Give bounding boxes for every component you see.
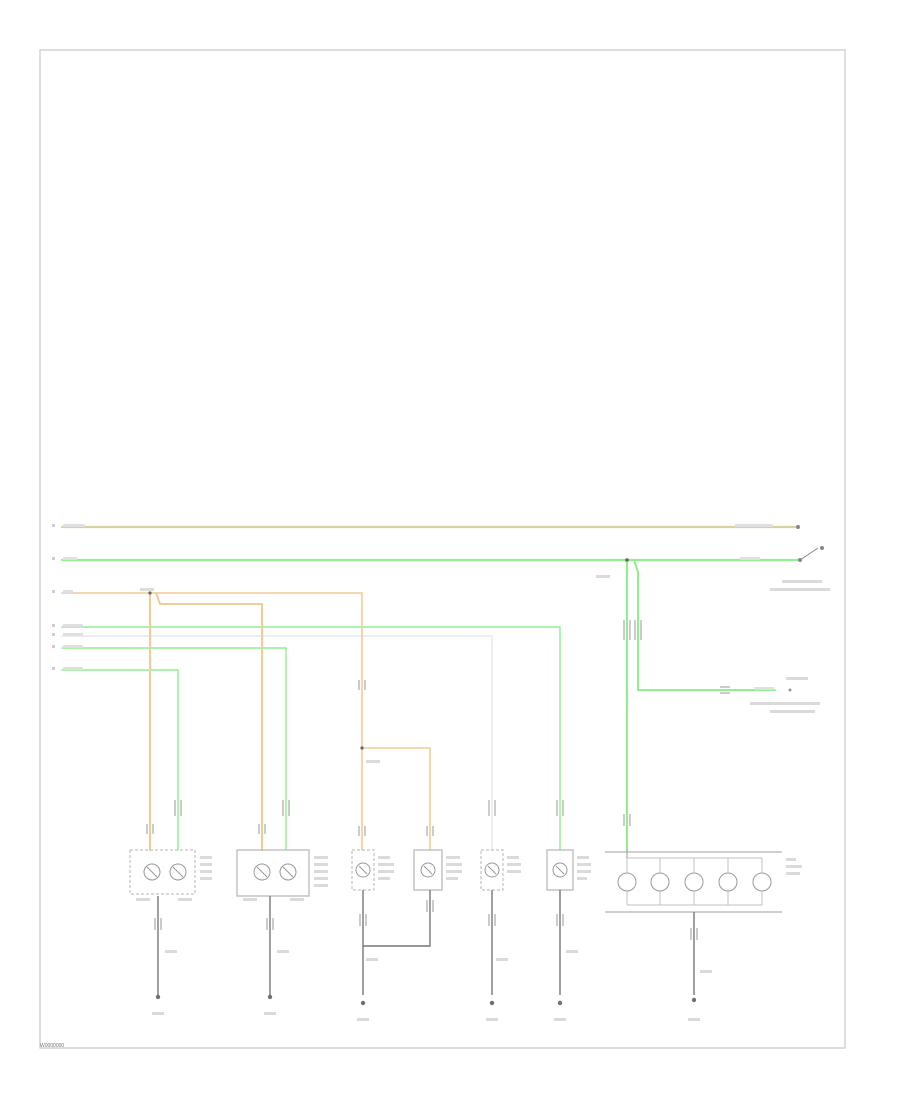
ground-symbol [155, 994, 161, 1000]
connector-marks [146, 620, 730, 836]
ground-symbol [557, 1000, 563, 1006]
ground-symbol [691, 997, 697, 1003]
bulb-symbol [420, 862, 436, 878]
lamp-assembly-2 [236, 849, 328, 901]
ground-symbol [267, 994, 273, 1000]
indicator-module [605, 850, 802, 913]
bulb-symbol [279, 863, 297, 881]
ground-symbol [360, 1000, 366, 1006]
bulb-symbol [143, 863, 161, 881]
bulb-symbol [718, 872, 738, 892]
splice-dots [148, 558, 629, 750]
left-wire-labels [52, 524, 85, 670]
lamp-assembly-6 [546, 849, 591, 891]
switch-symbol [796, 525, 824, 562]
diagram-code: W0000000 [40, 1043, 65, 1049]
wire-green-drop-module-b [633, 559, 776, 691]
ground-labels [152, 950, 712, 1021]
lamp-assembly-4 [413, 849, 462, 891]
ground-symbols [155, 994, 697, 1006]
ground-connector-marks [154, 900, 698, 940]
lamp-assembly-1 [129, 849, 212, 901]
bulb-symbol [253, 863, 271, 881]
bulb-symbol [355, 862, 371, 878]
bulb-symbol [484, 862, 500, 878]
diagram-frame [39, 49, 846, 1049]
bus-wires [60, 525, 802, 671]
bulb-symbol [169, 863, 187, 881]
ground-wires [157, 890, 695, 995]
right-labels [596, 524, 830, 591]
bulb-symbol [552, 862, 568, 878]
splice-dot [625, 558, 629, 562]
wire-orange-branch-d [361, 747, 431, 851]
lamp-assembly-3 [351, 849, 394, 891]
splice-dot [360, 746, 364, 750]
bulb-symbol [684, 872, 704, 892]
bulb-symbol [617, 872, 637, 892]
lamp-assembly-5 [480, 849, 521, 891]
bulb-symbol [752, 872, 772, 892]
vertical-wires [149, 559, 776, 851]
bulb-symbol [650, 872, 670, 892]
wire-orange-drop-b [155, 592, 263, 851]
module-label-group [750, 677, 820, 713]
ground-symbol [489, 1000, 495, 1006]
splice-dot [148, 591, 152, 595]
